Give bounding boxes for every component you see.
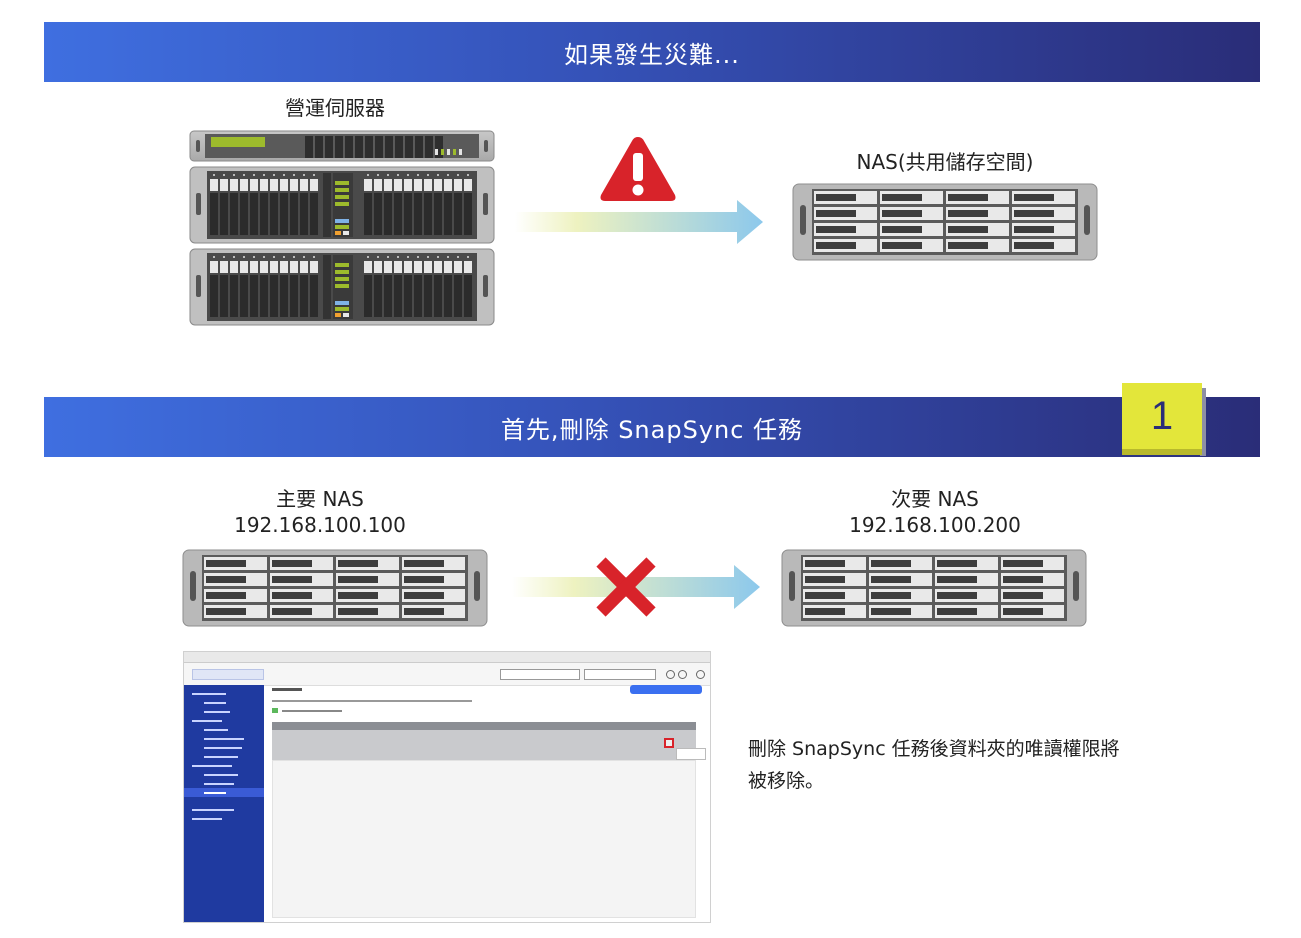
right-arrow-icon	[512, 565, 760, 609]
shared-nas-illustration	[792, 183, 1098, 261]
cross-icon	[596, 557, 656, 617]
toggle-icon	[272, 708, 278, 713]
table-header	[272, 722, 696, 730]
sidebar-item	[184, 689, 264, 698]
disaster-banner: 如果發生災難...	[44, 22, 1260, 82]
disaster-title: 如果發生災難...	[564, 40, 740, 69]
create-button	[630, 685, 702, 694]
sidebar-item	[184, 805, 264, 814]
secondary-nas-illustration	[781, 549, 1087, 627]
gear-icon	[696, 670, 705, 679]
window-titlebar	[184, 652, 710, 663]
step-title: 首先,刪除 SnapSync 任務	[500, 415, 804, 444]
primary-nas-illustration	[182, 549, 488, 627]
primary-nas-ip: 192.168.100.100	[234, 513, 406, 537]
sidebar-item	[184, 698, 264, 707]
sidebar-item	[184, 725, 264, 734]
table-row	[272, 730, 706, 760]
pool-selector	[584, 669, 656, 680]
refresh-icon	[678, 670, 687, 679]
step-banner: 首先,刪除 SnapSync 任務	[44, 397, 1260, 457]
sidebar-item	[184, 779, 264, 788]
sidebar-item	[184, 734, 264, 743]
app-toolbar	[184, 663, 710, 686]
sidebar-item	[184, 752, 264, 761]
sidebar-item	[184, 716, 264, 725]
sidebar-item	[184, 761, 264, 770]
shared-nas-label: NAS(共用儲存空間)	[856, 150, 1034, 174]
warning-triangle-icon	[600, 137, 676, 201]
app-title-chip	[192, 669, 264, 680]
toggle-label	[282, 710, 342, 712]
delete-icon	[664, 738, 674, 748]
storage-snapshots-screenshot	[183, 651, 711, 923]
description-text: 刪除 SnapSync 任務後資料夾的唯讀權限將被移除。	[748, 738, 1120, 792]
app-sidebar	[184, 685, 264, 922]
server-label: 營運伺服器	[285, 96, 385, 120]
server-rack-illustration	[189, 130, 495, 326]
secondary-nas-label: 次要 NAS	[891, 487, 979, 511]
sidebar-item-active	[184, 788, 264, 797]
primary-nas-label: 主要 NAS	[276, 487, 364, 511]
sidebar-item	[184, 707, 264, 716]
step-number-badge: 1	[1122, 383, 1202, 455]
content-heading	[272, 688, 302, 691]
secondary-nas-ip: 192.168.100.200	[849, 513, 1021, 537]
step-badge-shadow	[1200, 388, 1206, 456]
content-description	[272, 700, 472, 702]
context-menu	[676, 748, 706, 760]
sidebar-item	[184, 770, 264, 779]
search-icon	[666, 670, 675, 679]
sidebar-item	[184, 814, 264, 823]
nas-selector	[500, 669, 580, 680]
right-arrow-icon	[515, 200, 763, 244]
table-body	[272, 760, 696, 918]
sidebar-item	[184, 743, 264, 752]
app-content	[268, 685, 706, 918]
